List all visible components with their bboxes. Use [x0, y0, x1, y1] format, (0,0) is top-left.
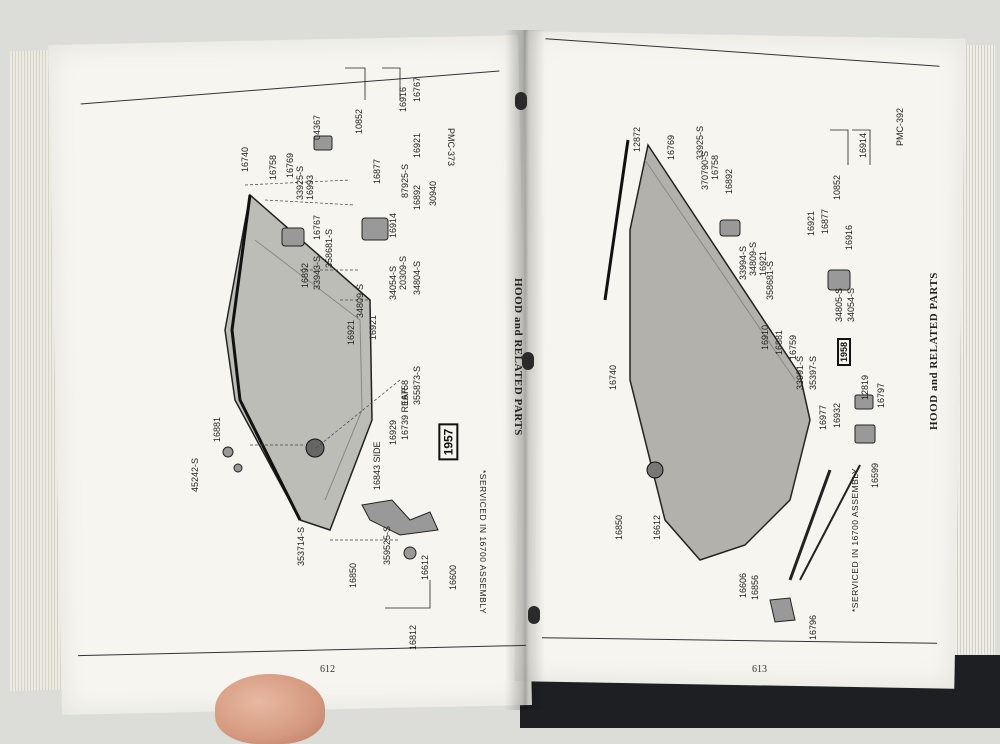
part-label: 12819	[860, 374, 870, 400]
right-brackets	[830, 129, 871, 165]
part-label: 16843 SIDE	[372, 441, 382, 490]
part-label: 16740	[240, 146, 250, 172]
part-label: 34809-S	[748, 241, 758, 276]
binder-hole	[515, 92, 527, 110]
part-label: 33994-S	[738, 245, 748, 280]
left-brackets	[345, 67, 431, 609]
part-label: 16977	[818, 404, 828, 430]
part-label: 16856	[750, 574, 760, 600]
year-badge-1957: 1957	[438, 423, 459, 461]
year-badge-1958: 1958	[837, 337, 852, 367]
parts-diagram	[222, 67, 876, 623]
part-label: 16758	[268, 154, 278, 180]
part-label: 16612	[420, 554, 430, 580]
part-label: 353714-S	[296, 526, 306, 566]
left-hinge-parts	[222, 135, 439, 560]
right-page-number: 613	[752, 664, 767, 675]
part-label: 370790-S	[700, 150, 710, 190]
part-label: 16769	[285, 152, 295, 178]
left-page-title: HOOD and RELATED PARTS	[512, 278, 524, 436]
part-label: 16767	[412, 76, 422, 102]
part-label: 16881	[212, 416, 222, 442]
part-label: 16921	[346, 319, 356, 345]
left-page-code: PMC-373	[446, 128, 456, 167]
part-label: 10852	[832, 174, 842, 200]
part-label: 34809-S	[355, 283, 365, 318]
right-page-title: HOOD and RELATED PARTS	[928, 272, 940, 430]
part-label: 16740	[608, 364, 618, 390]
part-label: 358681-S	[765, 260, 775, 300]
part-label: 16767	[312, 214, 322, 240]
part-label: 10852	[354, 108, 364, 134]
part-label: 16599	[870, 462, 880, 488]
part-label: 16921	[806, 210, 816, 236]
part-label: 16892	[724, 168, 734, 194]
left-page-number: 612	[320, 664, 335, 675]
thumb	[215, 674, 325, 744]
part-label: 45242-S	[190, 457, 200, 492]
part-label: 16769	[666, 134, 676, 160]
part-label: 16877	[820, 208, 830, 234]
part-label: 16600	[448, 564, 458, 590]
part-label: 16850	[614, 514, 624, 540]
part-label: 16914	[388, 212, 398, 238]
left-footnote: *SERVICED IN 16700 ASSEMBLY	[478, 470, 488, 615]
part-label: 34804-S	[412, 260, 422, 295]
part-label: 16606	[738, 572, 748, 598]
right-hinge-parts	[719, 219, 876, 623]
book-gutter	[505, 30, 545, 710]
book-photo: PMC-373 HOOD and RELATED PARTS 1957 *SER…	[10, 30, 1000, 744]
part-label: 16921	[368, 314, 378, 340]
part-label: 34054-S	[388, 265, 398, 300]
part-label: 33991-S	[795, 355, 805, 390]
part-label: 04367	[312, 114, 322, 140]
part-label: 16892	[412, 184, 422, 210]
left-leader-lines	[244, 179, 401, 541]
right-footnote: *SERVICED IN 16700 ASSEMBLY	[850, 467, 860, 612]
part-label: 359525-S	[382, 525, 392, 565]
part-label: 16914	[858, 132, 868, 158]
binder-hole	[528, 606, 540, 624]
part-label: 16916	[844, 224, 854, 250]
part-label: 16916	[398, 86, 408, 112]
part-label: 35397-S	[808, 355, 818, 390]
right-hood-panel	[603, 139, 811, 561]
part-label: 358681-S	[324, 228, 334, 268]
part-label: 355873-S	[412, 365, 422, 405]
part-label: 16612	[652, 514, 662, 540]
part-label: 20309-S	[398, 255, 408, 290]
part-label: 16739 REAR	[400, 387, 410, 440]
part-label: 16932	[832, 402, 842, 428]
part-label: 16877	[372, 158, 382, 184]
part-label: 16796	[808, 614, 818, 640]
part-label: 16850	[348, 562, 358, 588]
part-label: 30940	[428, 180, 438, 206]
part-label: 16929	[388, 419, 398, 445]
part-label: 16812	[408, 624, 418, 650]
part-label: 16797	[876, 382, 886, 408]
part-label: 16921	[412, 132, 422, 158]
binder-hole	[522, 352, 534, 370]
part-label: 33943-S	[312, 255, 322, 290]
part-label: 16881	[774, 329, 784, 355]
part-label: 34054-S	[846, 287, 856, 322]
part-label: 16758	[710, 154, 720, 180]
right-page-code: PMC-392	[895, 107, 905, 146]
part-label: 12872	[632, 126, 642, 152]
part-label: 87925-S	[400, 163, 410, 198]
part-label: 16892	[300, 262, 310, 288]
part-label: 16910	[760, 324, 770, 350]
part-label: 33925-S	[295, 165, 305, 200]
left-hood-panel	[224, 193, 373, 531]
part-label: 34805-S	[834, 287, 844, 322]
part-label: 16993	[305, 174, 315, 200]
